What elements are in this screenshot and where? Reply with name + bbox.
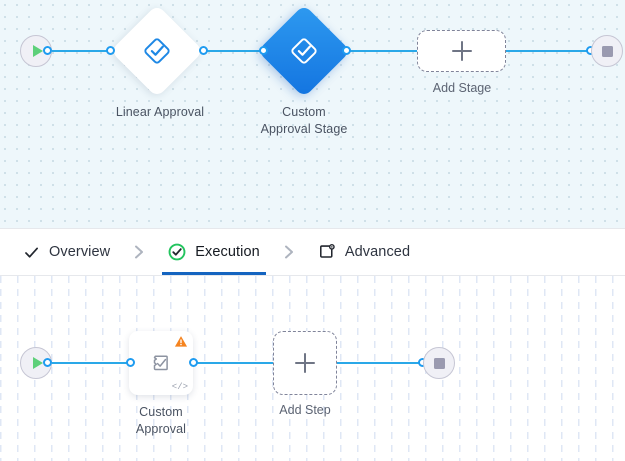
add-step-label: Add Step <box>279 403 331 417</box>
stage-label-linear-approval: Linear Approval <box>115 105 205 119</box>
stage-2-output-port[interactable] <box>342 46 351 55</box>
edge-stage-1-to-stage-2 <box>204 50 262 52</box>
add-stage-button[interactable] <box>417 30 506 72</box>
stage-1-output-port[interactable] <box>199 46 208 55</box>
code-icon: </> <box>171 382 188 392</box>
plus-icon <box>451 41 472 61</box>
stop-icon <box>601 45 613 57</box>
tab-bar: Overview Execution <box>0 228 625 276</box>
stage-end-node[interactable] <box>591 35 623 67</box>
chevron-right-icon <box>135 245 144 259</box>
add-step-button[interactable] <box>273 331 337 395</box>
edge-add-step-to-end <box>337 362 419 364</box>
play-icon <box>32 357 43 369</box>
step-1-input-port[interactable] <box>126 358 135 367</box>
step-node-custom-approval[interactable]: </> <box>129 331 193 395</box>
stage-1-input-port[interactable] <box>106 46 115 55</box>
approval-task-icon <box>129 331 193 395</box>
stop-icon <box>433 357 445 369</box>
tab-advanced-label: Advanced <box>344 244 411 260</box>
step-label-custom-approval: Custom Approval <box>135 405 187 436</box>
add-stage-label: Add Stage <box>432 81 492 95</box>
edge-step-1-to-add-step <box>193 362 273 364</box>
tab-overview[interactable]: Overview <box>16 229 116 275</box>
edge-start-to-step-1 <box>44 362 130 364</box>
step-1-output-port[interactable] <box>189 358 198 367</box>
stage-2-input-port[interactable] <box>259 46 268 55</box>
tab-separator-1 <box>116 229 162 275</box>
step-canvas[interactable]: </> Custom Approval Add Step <box>0 276 625 461</box>
play-icon <box>32 45 43 57</box>
edge-start-to-stage-1 <box>44 50 110 52</box>
step-end-node[interactable] <box>423 347 455 379</box>
stage-start-output-port[interactable] <box>43 46 52 55</box>
edge-stage-2-to-add-stage <box>347 50 417 52</box>
chevron-right-icon <box>284 245 293 259</box>
tab-execution-label: Execution <box>195 244 260 260</box>
tab-overview-label: Overview <box>49 244 111 260</box>
approval-diamond-icon <box>290 37 318 65</box>
plus-icon <box>295 353 315 373</box>
tab-separator-2 <box>266 229 312 275</box>
tab-execution[interactable]: Execution <box>162 229 266 275</box>
check-circle-icon <box>168 243 186 261</box>
stage-canvas[interactable]: Linear Approval Custom Approval Stage Ad… <box>0 0 625 228</box>
stage-node-linear-approval[interactable] <box>110 4 204 98</box>
check-icon <box>22 243 40 261</box>
box-gear-icon <box>318 243 336 261</box>
approval-diamond-icon <box>143 37 171 65</box>
stage-node-custom-approval-stage[interactable] <box>257 4 351 98</box>
stage-label-custom-approval-stage: Custom Approval Stage <box>260 105 348 136</box>
warning-icon <box>174 335 188 348</box>
edge-add-stage-to-end <box>506 50 590 52</box>
step-start-output-port[interactable] <box>43 358 52 367</box>
tab-advanced[interactable]: Advanced <box>312 229 416 275</box>
